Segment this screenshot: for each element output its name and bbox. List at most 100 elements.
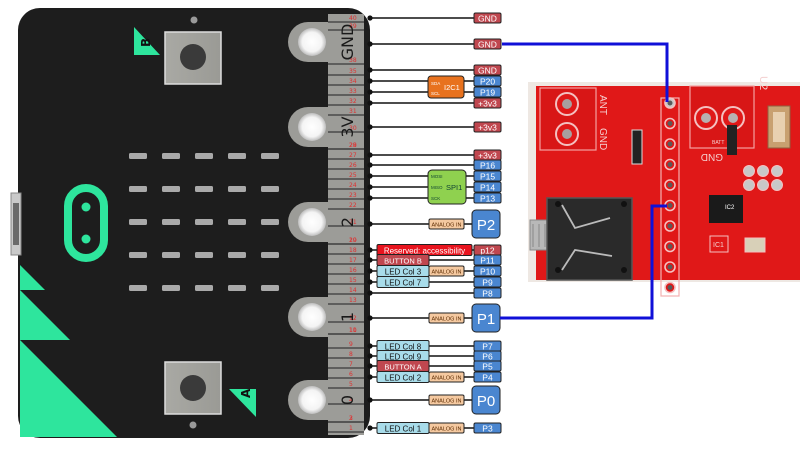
edge-pin-number: 11 <box>349 327 357 334</box>
function-label: LED Col 9 <box>385 353 422 362</box>
led <box>228 285 246 291</box>
pin-label-box <box>473 371 502 383</box>
led <box>228 153 246 159</box>
spi-mosi-label: MOSI <box>431 174 443 179</box>
ic1-label: IC1 <box>713 242 724 249</box>
edge-pin-number: 27 <box>349 152 357 159</box>
pin-label-gnd: GND <box>478 40 497 50</box>
edge-pin-number: 9 <box>349 341 353 348</box>
edge-pin-number: 18 <box>349 247 357 254</box>
spi-miso-label: MISO <box>431 185 443 190</box>
pin-dot-icon <box>367 173 373 179</box>
i2c-sda-label: SDA <box>431 81 440 86</box>
edge-pin-number: 17 <box>349 257 357 264</box>
edge-pin-number: 6 <box>349 371 353 378</box>
pin-dot-icon <box>367 162 373 168</box>
pin-dot-icon <box>367 221 373 227</box>
edge-pin-number: 29 <box>349 142 357 149</box>
led <box>228 219 246 225</box>
pin-label-p14: P14 <box>480 183 495 193</box>
pin-label-box <box>473 422 502 434</box>
function-label-box <box>376 276 430 288</box>
pin-label-p16: P16 <box>480 161 495 171</box>
isp-pin <box>757 179 769 191</box>
pin-label-box <box>473 276 502 288</box>
edge-pin-number: 39 <box>349 23 357 30</box>
button-a[interactable]: A <box>164 361 256 429</box>
pin-label-p2: P2 <box>477 217 495 234</box>
function-label: LED Col 3 <box>385 268 422 277</box>
pin-label-box <box>473 192 502 204</box>
led <box>195 285 213 291</box>
pin-dot-icon <box>367 363 373 369</box>
led <box>129 252 147 258</box>
analog-in-badge <box>428 422 465 434</box>
microbit-logo-icon <box>64 184 108 262</box>
i2c-scl-label: SCL <box>431 91 440 96</box>
pin-label-p10: P10 <box>480 267 495 277</box>
pin-label-p6: P6 <box>482 352 493 362</box>
led <box>129 186 147 192</box>
button-b-cap[interactable] <box>180 44 206 70</box>
corner-triangle-1 <box>20 265 45 290</box>
function-label: LED Col 2 <box>385 374 422 383</box>
pin-label-p9: P9 <box>482 278 493 288</box>
wire-p1 <box>500 204 667 320</box>
led <box>162 285 180 291</box>
pin-label-box <box>473 181 502 193</box>
button-a-label: A <box>239 388 253 398</box>
analog-in-label: ANALOG IN <box>432 270 462 276</box>
header-pin-hole <box>667 100 673 106</box>
pad-hole[interactable] <box>298 208 326 236</box>
button-b[interactable]: B <box>134 16 222 85</box>
button-a-cap[interactable] <box>180 375 206 401</box>
edge-pin-number: 1 <box>349 425 353 432</box>
corner-triangle-2 <box>20 290 70 340</box>
isp-pin <box>771 179 783 191</box>
usb-port-icon <box>13 203 19 245</box>
gnd-mid-label: GND <box>701 151 723 162</box>
pad-hole[interactable] <box>298 303 326 331</box>
tact-switch-cap <box>773 112 785 142</box>
screw-hole-icon <box>190 16 198 24</box>
header-pin-hole <box>667 244 673 249</box>
edge-pin-number: 13 <box>349 297 357 304</box>
edge-pin-number: 2 <box>349 415 353 422</box>
diode-icon <box>727 125 737 155</box>
pin-label-p1: P1 <box>477 311 495 328</box>
led <box>162 153 180 159</box>
pin-label-p12: p12 <box>480 246 494 256</box>
pin-label-p15: P15 <box>480 172 495 182</box>
pad-label: 1 <box>338 312 357 322</box>
analog-in-badge <box>428 312 465 324</box>
pin-label-p8: P8 <box>482 289 493 299</box>
header-pin-hole <box>667 264 673 270</box>
pin-label-box <box>473 287 502 299</box>
pin-label-box <box>473 75 502 87</box>
pin-label-p3: P3 <box>482 424 493 434</box>
microbit-board: B A 403938353433323130292827262524232221… <box>10 8 370 438</box>
header-pin-hole <box>667 182 673 188</box>
pad-hole[interactable] <box>298 28 326 56</box>
function-label: LED Col 7 <box>385 279 422 288</box>
pin-dot-icon <box>367 343 373 349</box>
pin-dot-icon <box>367 152 373 158</box>
spi-sck-label: SCK <box>431 196 440 201</box>
function-label: BUTTON A <box>384 363 421 372</box>
function-label: LED Col 1 <box>385 425 422 434</box>
ic1-outline <box>709 235 729 253</box>
function-label: BUTTON B <box>384 257 422 266</box>
pin-label-box <box>473 121 502 133</box>
led <box>261 252 279 258</box>
pin-dot-icon <box>367 374 373 380</box>
pin-label-box <box>473 97 502 109</box>
pin-dot-icon <box>367 41 373 47</box>
edge-pin-number: 28 <box>349 142 357 149</box>
pin-label-box <box>473 64 502 76</box>
pin-label-box <box>473 360 502 372</box>
led <box>162 219 180 225</box>
pad-hole[interactable] <box>298 386 326 414</box>
analog-in-label: ANALOG IN <box>432 376 462 382</box>
pad-hole[interactable] <box>298 113 326 141</box>
led <box>261 219 279 225</box>
